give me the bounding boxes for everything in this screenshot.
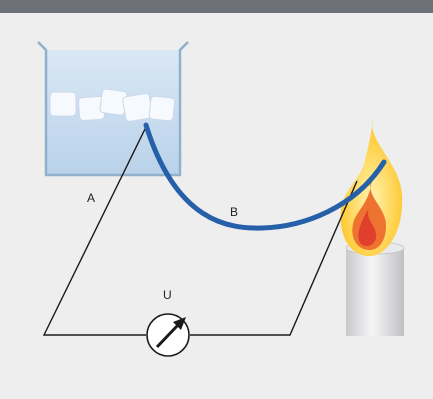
label-wire-b: B — [230, 205, 239, 219]
ice-cube — [49, 91, 77, 117]
conductor-b — [143, 122, 387, 231]
meter-needle — [155, 323, 180, 349]
header-bar — [0, 0, 433, 13]
voltmeter-icon — [146, 313, 190, 357]
wire-a — [42, 126, 147, 336]
beaker-glass — [37, 41, 189, 177]
burning-candle-icon — [340, 118, 405, 336]
ice-cube — [122, 92, 153, 122]
ice-cubes — [49, 88, 176, 122]
label-meter-u: U — [163, 288, 172, 302]
wire-return — [190, 180, 358, 336]
flame-core — [358, 208, 377, 246]
label-wire-a: A — [87, 191, 96, 205]
candle-body — [346, 248, 404, 336]
beaker-with-ice-icon — [37, 41, 189, 177]
meter-arrowhead — [173, 317, 186, 330]
ice-cube — [148, 95, 176, 122]
